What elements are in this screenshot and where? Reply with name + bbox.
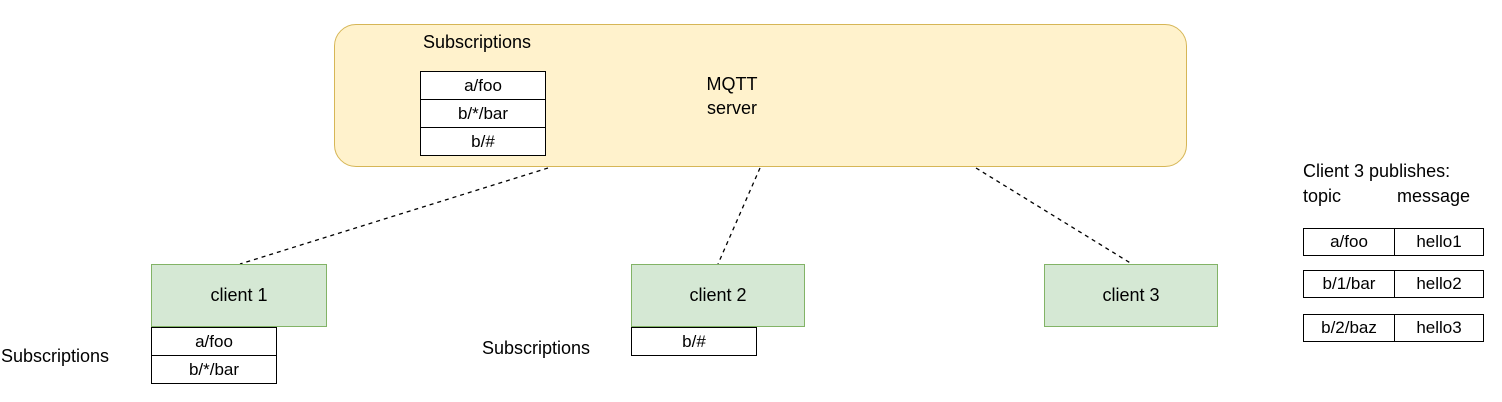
server-subscription-item: b/*/bar (420, 99, 546, 128)
publish-message: hello2 (1394, 270, 1484, 298)
server-title: MQTT server (662, 72, 802, 120)
publish-message: hello3 (1394, 314, 1484, 342)
client-2-label: client 2 (689, 285, 747, 305)
publish-message: hello1 (1394, 228, 1484, 256)
server-subscriptions-list: a/foo b/*/bar b/# (420, 71, 546, 156)
client-1-subscription-item: a/foo (151, 327, 277, 356)
client-3-box: client 3 (1044, 264, 1218, 327)
publishes-heading: Client 3 publishes: (1303, 161, 1451, 181)
client-1-label: client 1 (210, 285, 268, 305)
server-subscriptions-label: Subscriptions (423, 32, 532, 52)
client-2-subscriptions-list: b/# (631, 327, 757, 356)
publish-row: a/foo hello1 (1303, 228, 1484, 256)
link-server-client1 (239, 167, 549, 265)
server-subscription-item: a/foo (420, 71, 546, 100)
server-subscription-item: b/# (420, 127, 546, 156)
client-1-subscriptions-label: Subscriptions (1, 346, 110, 366)
server-title-line2: server (706, 98, 757, 118)
client-1-subscription-item: b/*/bar (151, 355, 277, 384)
publishes-topic-header: topic (1303, 186, 1342, 206)
client-2-box: client 2 (631, 264, 805, 327)
client-2-subscriptions-label: Subscriptions (482, 338, 591, 358)
client-1-subscriptions-list: a/foo b/*/bar (151, 327, 277, 384)
client-1-box: client 1 (151, 264, 327, 327)
client-3-label: client 3 (1102, 285, 1160, 305)
link-server-client2 (717, 167, 761, 265)
publish-row: b/2/baz hello3 (1303, 314, 1484, 342)
publish-topic: a/foo (1303, 228, 1395, 256)
publish-row: b/1/bar hello2 (1303, 270, 1484, 298)
link-server-client3 (975, 167, 1133, 265)
client-2-subscription-item: b/# (631, 327, 757, 356)
publishes-message-header: message (1397, 186, 1471, 206)
publish-topic: b/2/baz (1303, 314, 1395, 342)
publish-topic: b/1/bar (1303, 270, 1395, 298)
server-title-line1: MQTT (706, 74, 758, 94)
